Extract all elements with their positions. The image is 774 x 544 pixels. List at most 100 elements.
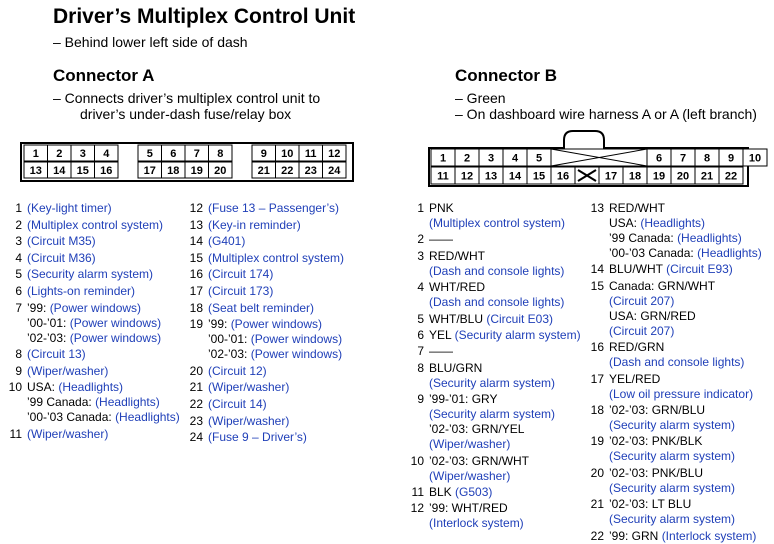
circuit-reference: (Circuit 173) xyxy=(208,284,274,298)
connector-a-pin-19: 19’99: (Power windows)’00-’01: (Power wi… xyxy=(190,317,343,362)
pin-desc-line: (Circuit M35) xyxy=(27,234,96,249)
pin-number: 6 xyxy=(15,284,22,298)
connector-b-pin-22-label: 22 xyxy=(725,171,737,183)
circuit-reference: (Wiper/washer) xyxy=(27,363,109,378)
connector-a-pin-9: 9(Wiper/washer) xyxy=(15,363,109,379)
circuit-reference: (Wiper/washer) xyxy=(208,413,290,428)
wire-color-text: ’00-’03 Canada: xyxy=(609,246,698,260)
circuit-reference: (Dash and console lights) xyxy=(609,355,745,370)
connector-b-pin-21-label: 21 xyxy=(701,171,713,183)
wire-color-text: ’99: xyxy=(208,317,231,332)
pin-desc-line: (Circuit 207) xyxy=(609,324,715,339)
pin-desc-line: ’99 Canada: (Headlights) xyxy=(609,231,762,246)
connector-b-pin-10: 10’02-’03: GRN/WHT(Wiper/washer) xyxy=(411,454,529,484)
circuit-reference: (Circuit 12) xyxy=(208,363,267,378)
connector-a-pin-11: 11(Wiper/washer) xyxy=(10,427,109,442)
pin-number: 10 xyxy=(8,380,22,395)
connector-a-pin-4-label: 4 xyxy=(103,148,110,160)
pin-desc-line: BLU/GRN xyxy=(429,361,555,376)
pin-desc-line: ’99-’01: GRY xyxy=(429,392,555,407)
pin-desc-line: ’02-’03: LT BLU xyxy=(609,497,735,512)
connector-a-pin-8: 8(Circuit 13) xyxy=(15,347,86,362)
connector-a-pin-9-label: 9 xyxy=(261,148,267,160)
circuit-reference: (Wiper/washer) xyxy=(208,380,290,395)
pin-number: 11 xyxy=(9,427,22,441)
circuit-reference: (Circuit M36) xyxy=(27,250,96,265)
pin-number: 17 xyxy=(189,284,203,298)
connector-a-pin-8-label: 8 xyxy=(217,148,223,160)
circuit-reference: (Interlock system) xyxy=(661,528,757,543)
pin-number: 19 xyxy=(189,317,203,332)
connector-a-pin-14: 14(G401) xyxy=(190,234,246,249)
circuit-reference: (Wiper/washer) xyxy=(429,437,511,452)
circuit-reference: (Wiper/washer) xyxy=(429,468,511,483)
circuit-reference: (Circuit E03) xyxy=(486,311,554,326)
connector-b-pin-22-cavity xyxy=(718,166,744,185)
pin-desc-line: (Security alarm system) xyxy=(27,267,153,282)
connector-b-pin-5-label: 5 xyxy=(536,153,542,165)
wire-color-text: ’00-’03 Canada: xyxy=(27,410,116,425)
pin-desc-line: PNK xyxy=(429,201,565,216)
circuit-reference: (Security alarm system) xyxy=(609,418,736,432)
circuit-reference: (Multiplex control system) xyxy=(208,250,345,265)
pin-desc-line: WHT/BLU (Circuit E03) xyxy=(429,312,553,327)
pin-desc-line: YEL/RED xyxy=(609,372,753,387)
pin-number: 2 xyxy=(417,232,424,247)
pin-desc-line: ’99: (Power windows) xyxy=(208,317,342,332)
connector-a-pin-15: 15 (Multiplex control system) xyxy=(190,250,345,266)
wire-color-text: ’02-’03: xyxy=(208,347,251,362)
connector-a-pin-1-label: 1 xyxy=(33,148,39,160)
connector-a-pin-20: 20(Circuit 12) xyxy=(190,364,267,379)
circuit-reference: (Power windows) xyxy=(250,347,343,362)
circuit-reference: (Security alarm system) xyxy=(609,480,736,495)
pin-desc-line: RED/WHT xyxy=(429,249,564,264)
connector-b-pin-9: 9’99-’01: GRY(Security alarm system)’02-… xyxy=(417,392,556,452)
circuit-reference: (Key-in reminder) xyxy=(208,217,301,232)
wire-color-text: ’99: GRN xyxy=(609,528,662,543)
circuit-reference: (Headlights) xyxy=(58,380,124,395)
connector-a-pin-6-label: 6 xyxy=(170,148,176,160)
pin-number: 16 xyxy=(590,340,604,355)
connector-b-blank-cross-2 xyxy=(577,169,597,182)
wire-color-text: Canada: GRN/WHT xyxy=(609,278,716,293)
pin-desc-line: (G401) xyxy=(208,234,245,249)
circuit-reference: (G401) xyxy=(208,234,246,249)
pin-desc-line: RED/GRN xyxy=(609,340,744,355)
circuit-reference: (Security alarm system) xyxy=(429,407,556,422)
pin-number: 13 xyxy=(590,201,604,215)
wire-color-text: ’99 Canada: xyxy=(609,231,678,245)
connector-b-pin-18-label: 18 xyxy=(629,171,641,183)
connector-a-pin-16-label: 16 xyxy=(100,165,112,177)
pin-desc-line: USA: (Headlights) xyxy=(609,216,762,231)
connector-a-pin-20-cavity xyxy=(208,161,233,179)
pin-number: 15 xyxy=(189,250,203,265)
connector-a-heading: Connector A xyxy=(53,66,155,85)
circuit-reference: (Circuit 207) xyxy=(609,293,675,308)
pin-desc-line: (Security alarm system) xyxy=(429,376,555,391)
circuit-reference: (Security alarm system) xyxy=(454,328,581,342)
pin-desc-line: USA: GRN/RED xyxy=(609,309,715,324)
connector-b-pin-1-label: 1 xyxy=(440,153,446,165)
circuit-reference: (Headlights) xyxy=(95,395,160,410)
circuit-reference: (Circuit 13) xyxy=(27,347,86,362)
connector-b-pin-7-label: 7 xyxy=(680,153,686,165)
pin-desc-line: (Circuit 207) xyxy=(609,294,715,309)
circuit-reference: (Multiplex control system) xyxy=(27,217,164,232)
pin-number: 23 xyxy=(189,413,203,428)
circuit-reference: (Security alarm system) xyxy=(429,375,556,390)
wire-color-text: RED/GRN xyxy=(609,340,665,355)
pin-desc-line: (Circuit 14) xyxy=(208,397,267,412)
pin-desc-line: USA: (Headlights) xyxy=(27,380,180,395)
pin-number: 11 xyxy=(411,485,424,499)
wire-color-text: PNK xyxy=(429,201,454,215)
pin-desc-line: (Circuit 12) xyxy=(208,364,267,379)
connector-a-pin-17: 17 (Circuit 173) xyxy=(190,284,274,299)
connector-a-pin-14-label: 14 xyxy=(53,165,66,177)
